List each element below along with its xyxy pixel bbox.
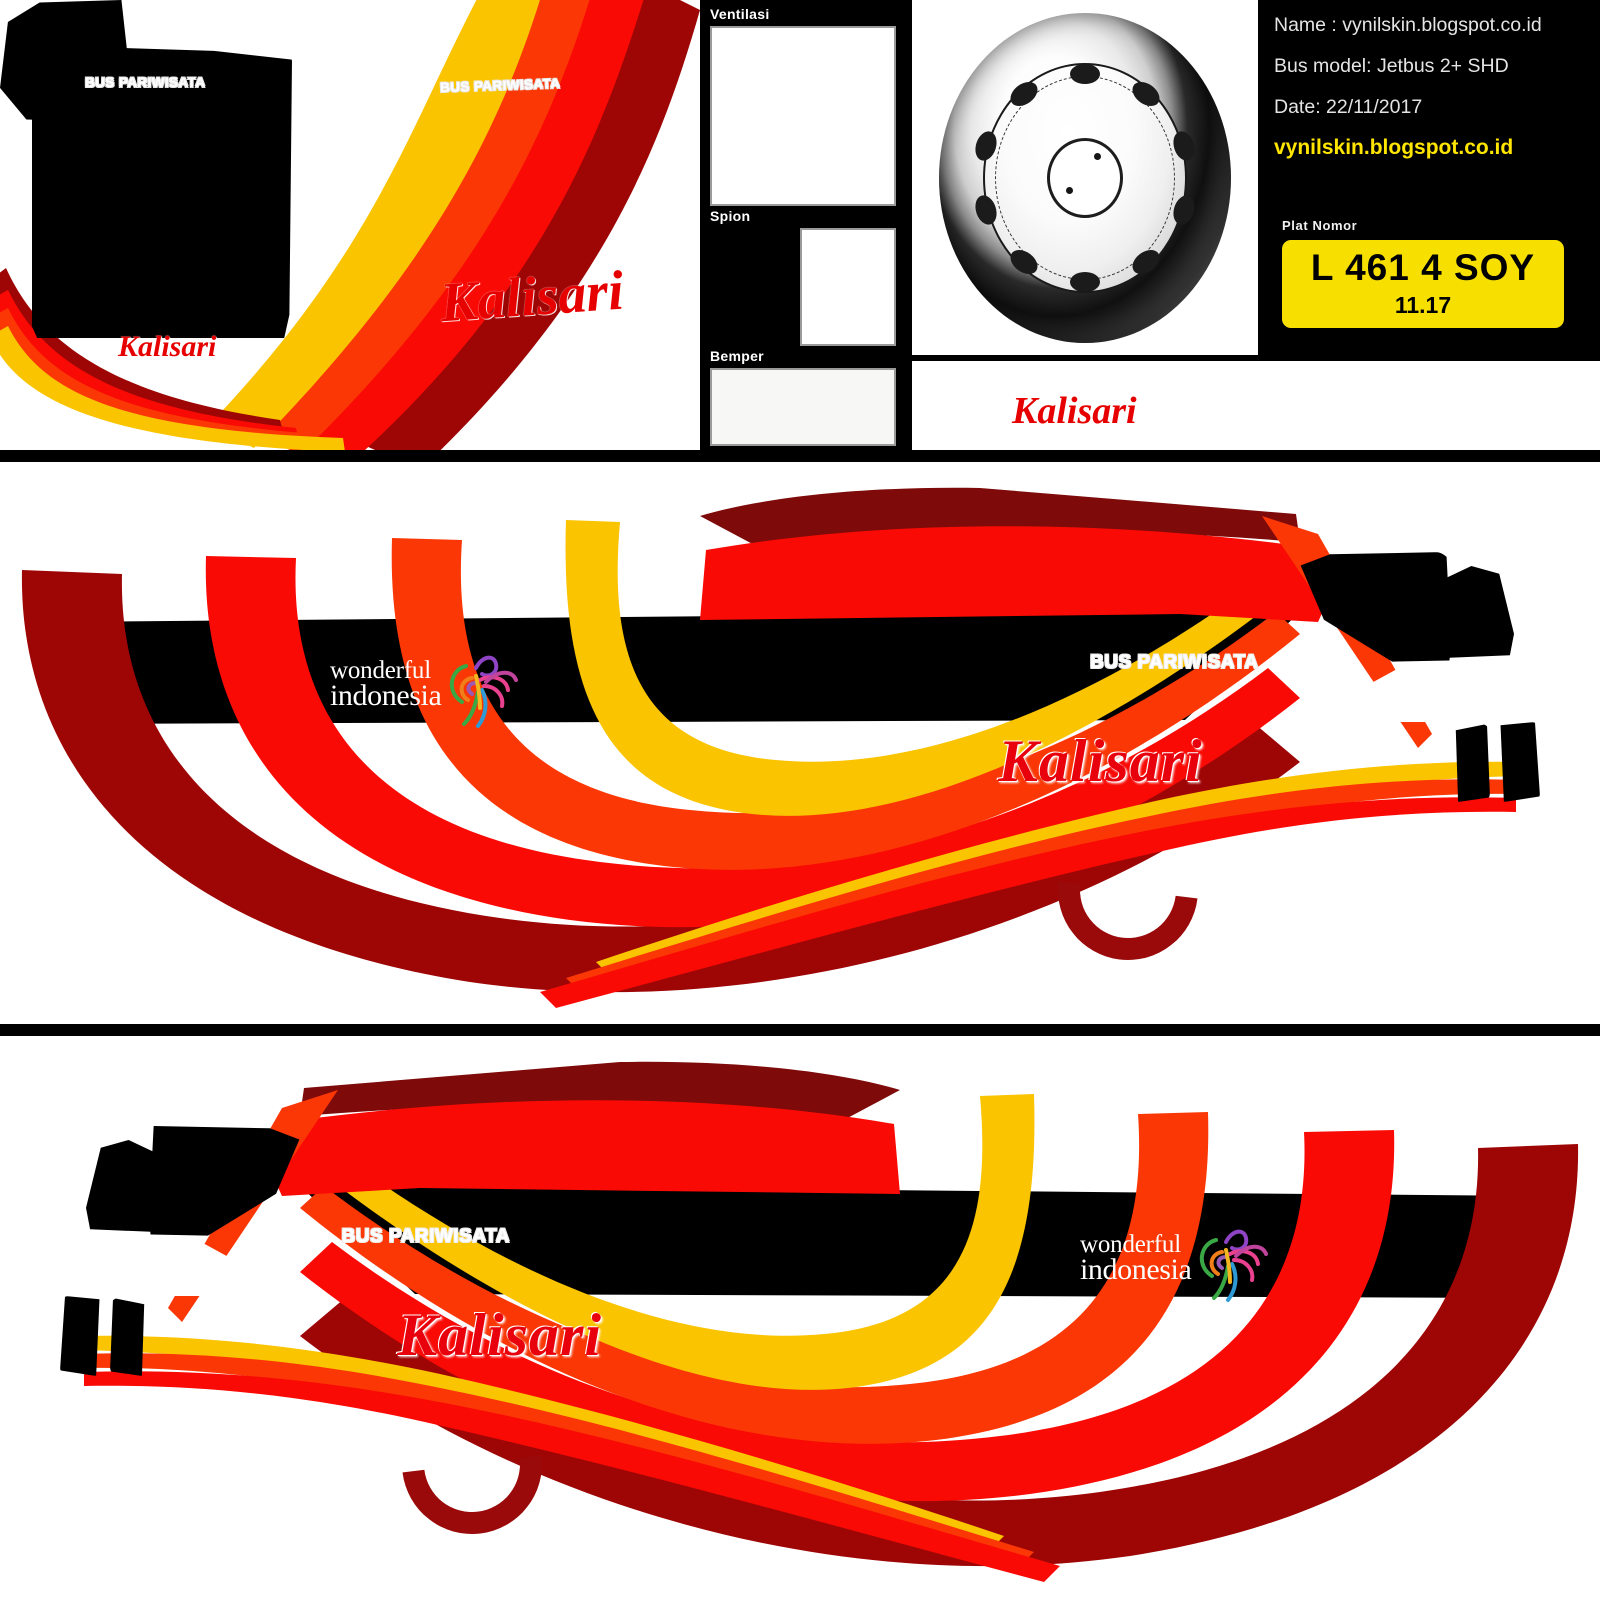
side-skirt-strip: Kalisari (912, 355, 1600, 450)
wonderful-indonesia-logo: wonderful indonesia (1080, 1226, 1270, 1304)
license-plate: L 461 4 SOY 11.17 (1282, 240, 1564, 328)
door-lower-glass-2 (60, 1296, 102, 1376)
header-section: BUS PARIWISATA BUS PARIWISATA Kalisari K… (0, 0, 1600, 450)
spion-box[interactable] (800, 228, 896, 346)
wonderful-indonesia-logo: wonderful indonesia (330, 652, 520, 730)
campaign-line-1: wonderful (330, 657, 431, 684)
door-upper-glass (1435, 566, 1514, 659)
spion-label: Spion (710, 208, 751, 224)
header-right-arc-stripes (208, 0, 700, 450)
left-bus-pariwisata-label: BUS PARIWISATA (1090, 652, 1259, 673)
info-panel: Name : vynilskin.blogspot.co.id Bus mode… (1258, 0, 1600, 355)
right-bus-pariwisata-label: BUS PARIWISATA (341, 1226, 511, 1247)
hubcap-center (1047, 137, 1123, 218)
header-artwork-panel: BUS PARIWISATA BUS PARIWISATA Kalisari K… (0, 0, 700, 450)
header-left-tail-stripes (0, 268, 345, 450)
ventilasi-label: Ventilasi (710, 6, 770, 22)
right-side-bus-section: BUS PARIWISATA Kalisari wonderful indone… (0, 1036, 1600, 1599)
rear-kalisari-text: Kalisari (118, 330, 217, 363)
campaign-line-2: indonesia (1080, 1253, 1192, 1286)
date-line: Date: 22/11/2017 (1274, 96, 1423, 118)
section-divider-top (0, 450, 1600, 462)
campaign-line-2: indonesia (330, 679, 442, 712)
right-side-livery-svg (76, 1061, 1579, 1582)
wheel-hubcap-icon (939, 12, 1231, 343)
section-divider-bottom (0, 1024, 1600, 1036)
left-side-bus-section: BUS PARIWISATA Kalisari wonderful indone… (0, 462, 1600, 1024)
bemper-box[interactable] (710, 368, 896, 446)
right-side-bus-artwork: BUS PARIWISATA Kalisari wonderful indone… (0, 1036, 1600, 1599)
parts-boxes-panel: Ventilasi Spion Bemper (700, 0, 912, 450)
author-name-line: Name : vynilskin.blogspot.co.id (1274, 14, 1542, 36)
strip-kalisari-text: Kalisari (1012, 390, 1137, 432)
front-kalisari-text: Kalisari (438, 259, 626, 335)
right-kalisari-text: Kalisari (397, 1302, 602, 1368)
door-lower-glass-1 (1455, 724, 1490, 802)
ventilasi-box[interactable] (710, 26, 896, 206)
door-lower-glass-2 (1500, 722, 1540, 802)
wheel-hubcap-panel (912, 0, 1258, 355)
license-plate-number: L 461 4 SOY (1310, 247, 1536, 288)
left-side-livery-svg (21, 487, 1524, 1008)
bus-model-line: Bus model: Jetbus 2+ SHD (1274, 55, 1509, 77)
wonderful-indonesia-bird-icon (1200, 1229, 1268, 1302)
rear-bus-pariwisata-label: BUS PARIWISATA (85, 75, 206, 90)
plat-nomor-label: Plat Nomor (1282, 218, 1358, 233)
left-kalisari-text: Kalisari (998, 728, 1203, 794)
wonderful-indonesia-bird-icon (450, 655, 518, 728)
website-link[interactable]: vynilskin.blogspot.co.id (1274, 136, 1514, 159)
bemper-label: Bemper (710, 348, 764, 364)
left-side-bus-artwork: BUS PARIWISATA Kalisari wonderful indone… (0, 462, 1600, 1024)
license-plate-expiry: 11.17 (1394, 292, 1452, 318)
front-panel-black (0, 0, 132, 122)
